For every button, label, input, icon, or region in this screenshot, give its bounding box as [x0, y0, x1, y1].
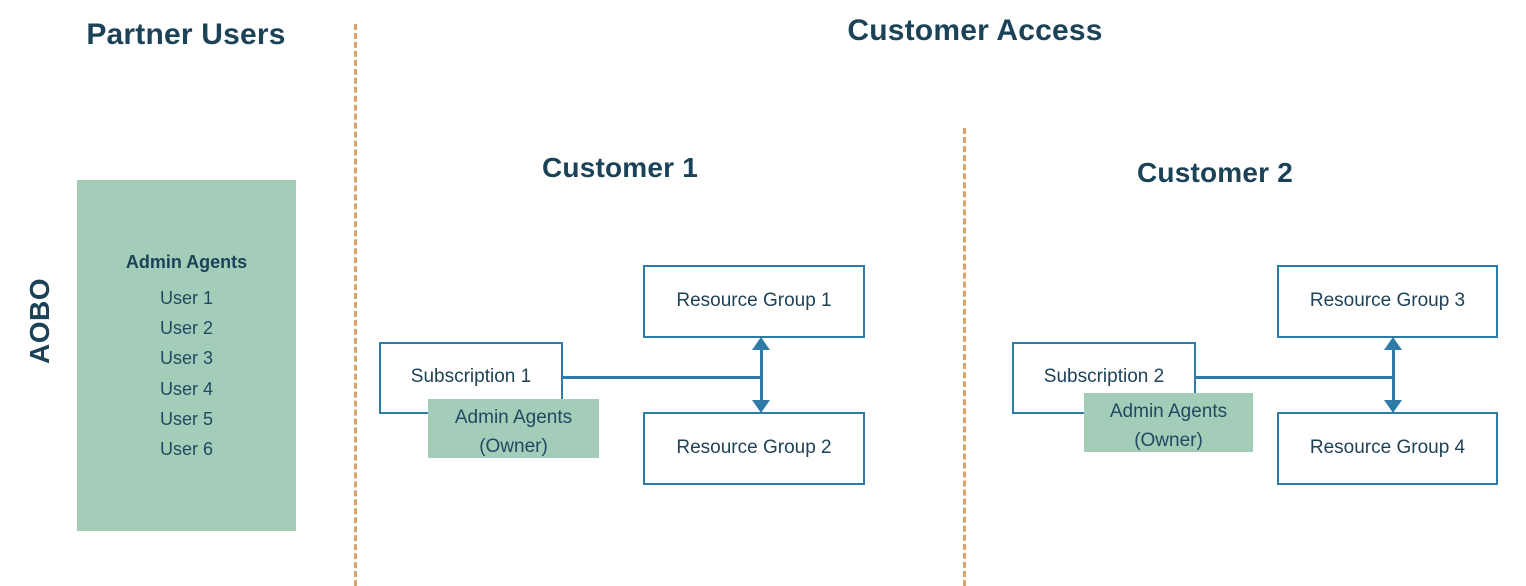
- arrow-down-icon: [1384, 400, 1402, 413]
- resource-group-2-box: Resource Group 2: [643, 412, 865, 485]
- list-item: User 6: [159, 439, 213, 460]
- list-item: User 1: [159, 288, 213, 308]
- connector-subscription-2-to-resource-groups: [1195, 376, 1394, 379]
- resource-group-3-box: Resource Group 3: [1277, 265, 1498, 338]
- divider-partner-customer: [354, 24, 357, 586]
- owner-chip-line-1: Admin Agents: [454, 407, 573, 428]
- resource-group-3-label: Resource Group 3: [1309, 290, 1466, 311]
- resource-group-2-label: Resource Group 2: [676, 437, 832, 458]
- owner-chip-line-2: (Owner): [1134, 430, 1203, 451]
- subscription-1-label: Subscription 1: [410, 366, 532, 387]
- list-item: User 4: [159, 378, 213, 399]
- owner-chip-line-1: Admin Agents: [1109, 401, 1228, 422]
- divider-customer1-customer2: [963, 128, 966, 586]
- list-item: User 3: [159, 348, 213, 369]
- connector-vertical-customer-2: [1392, 348, 1395, 402]
- arrow-up-icon: [1384, 337, 1402, 350]
- resource-group-4-box: Resource Group 4: [1277, 412, 1498, 485]
- resource-group-1-box: Resource Group 1: [643, 265, 865, 338]
- arrow-down-icon: [752, 400, 770, 413]
- subscription-2-label: Subscription 2: [1043, 366, 1165, 387]
- admin-agents-owner-chip-2: Admin Agents (Owner): [1084, 393, 1253, 452]
- resource-group-1-label: Resource Group 1: [676, 290, 832, 311]
- customer-2-title: Customer 2: [1136, 157, 1294, 188]
- connector-subscription-1-to-resource-groups: [562, 376, 762, 379]
- partner-users-title: Partner Users: [86, 18, 286, 51]
- customer-access-title: Customer Access: [847, 14, 1103, 47]
- list-item: User 5: [159, 408, 213, 429]
- arrow-up-icon: [752, 337, 770, 350]
- aobo-vertical-label: AOBO: [24, 278, 55, 364]
- connector-vertical-customer-1: [760, 348, 763, 402]
- customer-1-title: Customer 1: [541, 152, 699, 183]
- partner-users-panel: Admin Agents User 1 User 2 User 3 User 4…: [77, 180, 296, 531]
- partner-user-list: User 1 User 2 User 3 User 4 User 5 User …: [77, 283, 296, 464]
- resource-group-4-label: Resource Group 4: [1309, 437, 1466, 458]
- owner-chip-line-2: (Owner): [479, 436, 548, 457]
- partner-panel-heading: Admin Agents: [125, 252, 248, 272]
- list-item: User 2: [159, 318, 213, 339]
- admin-agents-owner-chip-1: Admin Agents (Owner): [428, 399, 599, 458]
